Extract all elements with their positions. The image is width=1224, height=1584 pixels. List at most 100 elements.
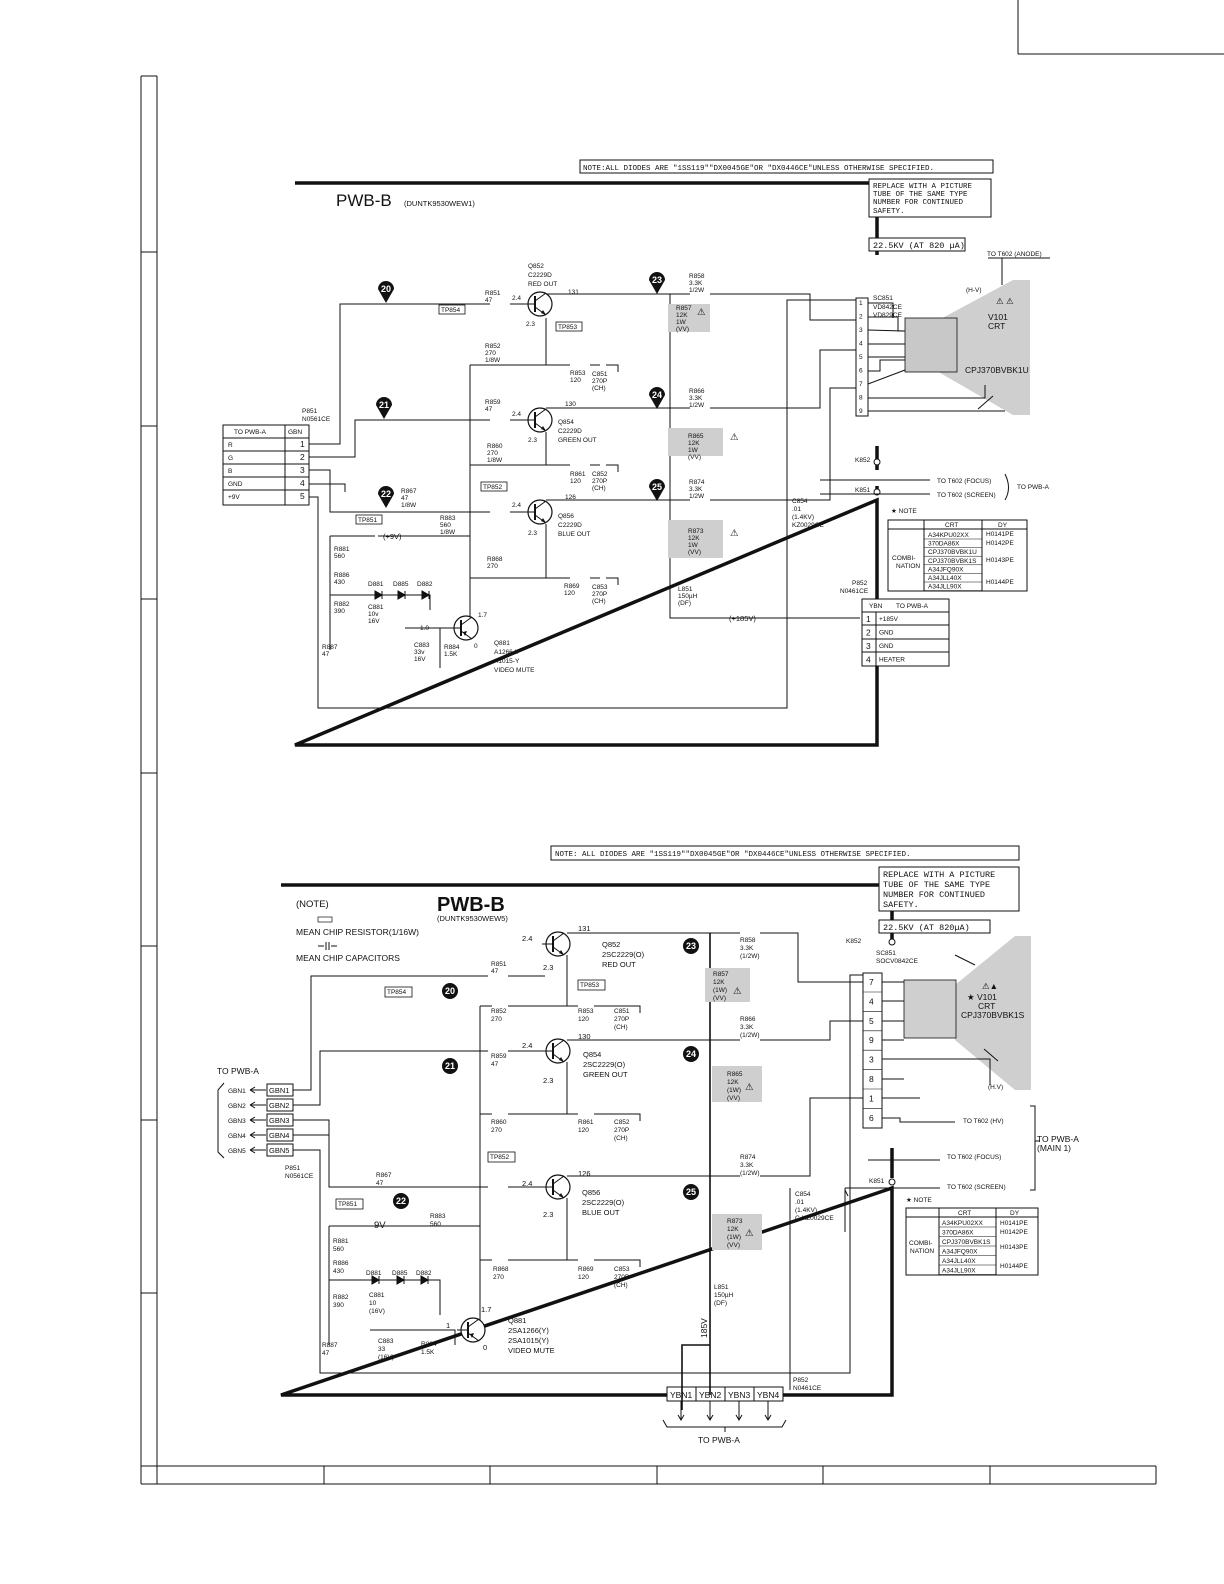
bottom-c854-ref: C854 [795, 1191, 811, 1198]
d885-ref: D885 [393, 581, 409, 588]
r853-ref: R853 [578, 1008, 594, 1015]
q854-vb: 2.4 [512, 411, 521, 418]
top-lc-pin: 2 [300, 452, 305, 462]
top-right-connector [861, 598, 950, 667]
r857-ref: R857 [676, 305, 692, 312]
top-combo-crt: A34JFQ90X [928, 566, 964, 573]
c883-ref: C883 [414, 642, 430, 649]
top-p852-ref: P852 [852, 580, 868, 587]
r865-type: (VV) [688, 454, 701, 461]
test-point-label: TP853 [558, 324, 578, 331]
top-c854-part: KZ0029CE [792, 522, 824, 529]
q856-transistor-icon [542, 1174, 571, 1200]
diode-icon [371, 1275, 381, 1285]
r858-ref: R858 [689, 273, 705, 280]
bottom-replace-line1: REPLACE WITH A PICTURE [883, 870, 995, 880]
q852-func: RED OUT [528, 281, 557, 288]
bottom-combo-crt: A34JLL90X [942, 1268, 976, 1275]
test-point-marker-icon [649, 479, 665, 501]
top-hv-rating-box [868, 237, 966, 252]
r859-ref: R859 [491, 1053, 507, 1060]
q881-func: VIDEO MUTE [508, 1346, 555, 1355]
top-schematic: NOTE:ALL DIODES ARE "1SS119""DX0045GE"OR… [222, 159, 1050, 747]
bottom-mean-res: MEAN CHIP RESISTOR(1/16W) [296, 927, 419, 937]
r852-ref: R852 [485, 343, 501, 350]
q881-transistor-icon [457, 1317, 486, 1343]
top-combo-table [887, 519, 1028, 592]
r883-watt: 1/8W [440, 529, 456, 536]
test-point-label: TP851 [338, 1201, 358, 1208]
q854-part: C2229D [558, 428, 582, 435]
q852-vb: 2.4 [522, 934, 532, 943]
r881-val: 560 [333, 1246, 344, 1253]
r869-ref: R869 [578, 1266, 594, 1273]
bottom-combo-group-a: COMBI- [909, 1240, 932, 1247]
bottom-ybn-label: YBN3 [728, 1390, 750, 1400]
test-point-number: 22 [396, 1196, 406, 1206]
r884-ref: R884 [421, 1341, 437, 1348]
c883-val: 33v [414, 649, 425, 656]
bottom-replace-line2: TUBE OF THE SAME TYPE [883, 880, 990, 890]
top-rc-signal: HEATER [879, 657, 905, 664]
bottom-mean-cap: MEAN CHIP CAPACITORS [296, 953, 400, 963]
c881-val: 10 [369, 1300, 377, 1307]
top-board-outline [294, 181, 879, 747]
test-point-tag [438, 304, 466, 315]
r869-val: 120 [578, 1274, 589, 1281]
c852-type: (CH) [592, 485, 606, 492]
q881-ref: Q881 [494, 640, 510, 647]
top-lc-header-a: TO PWB-A [234, 429, 267, 436]
top-rc-pin: 2 [866, 628, 871, 638]
r867-watt: 1/8W [401, 502, 417, 509]
bottom-hv-rating-box [878, 919, 991, 934]
q881-ref: Q881 [508, 1316, 526, 1325]
r857-val: 12K [676, 312, 688, 319]
r866-ref: R866 [689, 388, 705, 395]
q856-ve: 2.3 [543, 1210, 553, 1219]
r857-type: (VV) [676, 326, 689, 333]
bottom-replace-note-box [878, 866, 1020, 912]
bottom-crt-ref: ★ V101 [967, 992, 997, 1002]
top-to-pwb-a-right: TO PWB-A [1017, 484, 1050, 491]
r882-val: 390 [334, 608, 345, 615]
test-point-number: 25 [652, 482, 662, 492]
test-point-marker-icon [376, 397, 392, 419]
r857-val: 12K [713, 979, 725, 986]
r874-watt: 1/2W [689, 493, 705, 500]
r859-val: 47 [485, 406, 493, 413]
top-c854-val: .01 [792, 506, 801, 513]
top-note-title: ★ NOTE [891, 507, 917, 515]
top-combo-group-b: NATION [896, 563, 920, 570]
top-combo-group-a: COMBI- [892, 555, 915, 562]
bottom-socket-pin-4: 4 [869, 996, 874, 1006]
top-lc-signal: GND [228, 481, 243, 488]
top-diode-note: NOTE:ALL DIODES ARE "1SS119""DX0045GE"OR… [583, 165, 934, 173]
top-lc-signal: G [228, 455, 233, 462]
bottom-gbn-int-label: GBN2 [269, 1101, 289, 1110]
test-point-marker-icon [393, 1193, 409, 1209]
q852-transistor-icon [542, 931, 571, 957]
q856-part: 2SC2229(O) [582, 1198, 625, 1207]
top-socket-part2: VD829CE [873, 312, 903, 319]
q881-part-a: A1266-Y [494, 649, 520, 656]
r868-val: 270 [487, 563, 498, 570]
diode-icon [421, 590, 431, 600]
bottom-p851-part: N0561CE [285, 1173, 314, 1180]
test-point-tag [555, 321, 583, 332]
bottom-combo-dy: H0144PE [1000, 1263, 1028, 1270]
top-combo-crt: CPJ370BVBK1S [928, 558, 977, 565]
r861-val: 120 [578, 1127, 589, 1134]
r887-ref: R887 [322, 644, 338, 651]
r852-ref: R852 [491, 1008, 507, 1015]
test-point-tag [384, 986, 413, 998]
q854-vb: 2.4 [522, 1041, 532, 1050]
q852-ve: 2.3 [526, 321, 535, 328]
top-replace-line1: REPLACE WITH A PICTURE [873, 183, 973, 191]
top-replace-note-box [868, 178, 992, 218]
top-rc-pin: 4 [866, 655, 871, 665]
bottom-combo-dy: H0143PE [1000, 1244, 1028, 1251]
r873-val: 12K [727, 1226, 739, 1233]
top-socket-pin-2: 2 [859, 314, 863, 321]
top-focus-label: TO T602 (FOCUS) [937, 478, 991, 485]
test-point-marker-icon [649, 272, 665, 294]
